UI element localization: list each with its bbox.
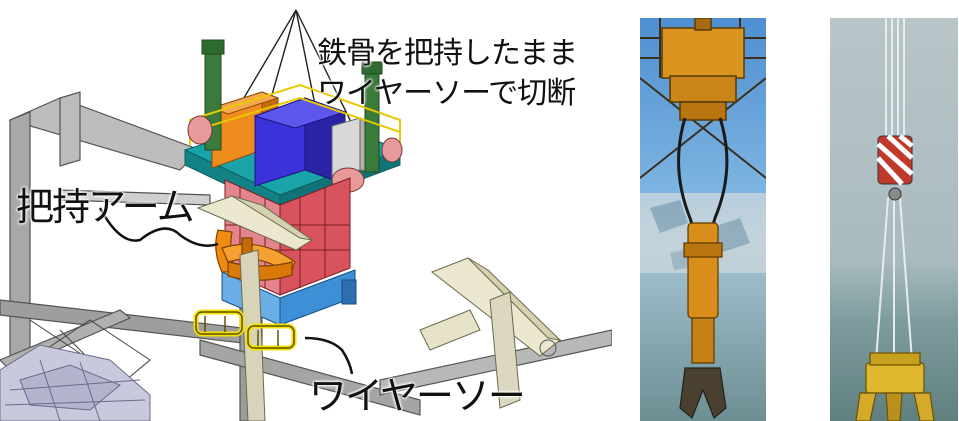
photo-crane-hook — [830, 18, 958, 421]
annotation-grip-arm: 把持アーム — [16, 185, 195, 229]
debris-pile — [0, 344, 151, 421]
photo-2-drawing — [830, 18, 958, 421]
green-masts — [201, 39, 383, 173]
lifting-frame — [661, 18, 745, 121]
yellow-grab — [855, 352, 935, 421]
cad-illustration: 鉄骨を把持したまま ワイヤーソーで切断 把持アーム ワイヤーソー — [0, 9, 612, 421]
cad-drawing — [0, 9, 612, 421]
photo-1-drawing — [640, 18, 766, 421]
grip-body — [683, 222, 723, 364]
callout-lines — [98, 207, 354, 375]
annotation-cut-line2: ワイヤーソーで切断 — [317, 76, 576, 111]
photo-suspended-machine — [640, 18, 766, 421]
wire-saws — [193, 309, 297, 351]
callout-grip-arm — [98, 207, 219, 247]
callout-wire-saw — [304, 336, 354, 375]
grab-jaw — [679, 367, 727, 419]
gripped-beam — [196, 195, 313, 421]
right-beam — [419, 257, 562, 409]
hook-block — [876, 134, 914, 201]
annotation-cut-line1: 鉄骨を把持したまま — [317, 36, 578, 71]
annotation-wire-saw: ワイヤーソー — [309, 374, 526, 418]
